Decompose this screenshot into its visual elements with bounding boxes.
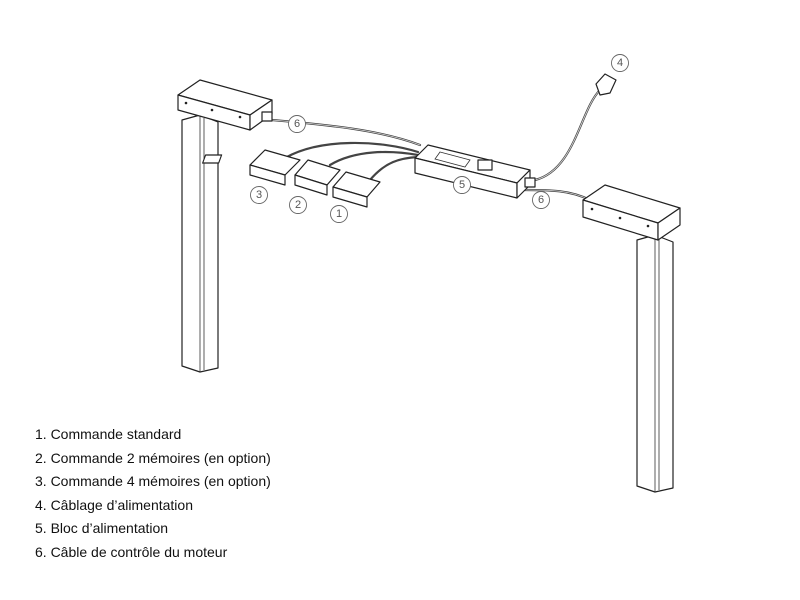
right-leg <box>582 184 681 493</box>
right-motor-box <box>582 184 681 241</box>
callout-5: 5 <box>453 176 471 194</box>
legend-item: 3. Commande 4 mémoires (en option) <box>35 473 271 489</box>
svg-text:3: 3 <box>256 189 262 201</box>
left-motor-box <box>177 79 273 131</box>
motor-cable-right <box>523 188 592 202</box>
parts-legend: 1. Commande standard 2. Commande 2 mémoi… <box>35 423 271 564</box>
svg-text:6: 6 <box>538 194 544 206</box>
svg-text:2: 2 <box>295 199 301 211</box>
power-plug <box>595 73 617 96</box>
callout-4: 4 <box>611 54 629 72</box>
svg-text:5: 5 <box>459 179 465 191</box>
callout-3: 3 <box>250 186 268 204</box>
power-supply-box <box>414 144 536 199</box>
legend-item: 5. Bloc d’alimentation <box>35 520 169 536</box>
svg-text:4: 4 <box>617 57 623 69</box>
callout-6-left: 6 <box>288 115 306 133</box>
legend-item: 1. Commande standard <box>35 426 182 442</box>
callout-1: 1 <box>330 205 348 223</box>
control-paddle-2-memory <box>294 159 341 196</box>
control-cables <box>283 141 420 182</box>
legend-item: 2. Commande 2 mémoires (en option) <box>35 449 271 466</box>
legend-item: 4. Câblage d’alimentation <box>35 496 193 513</box>
callout-6-right: 6 <box>532 191 550 209</box>
control-paddle-standard <box>332 171 381 208</box>
svg-text:1: 1 <box>336 208 342 220</box>
svg-text:6: 6 <box>294 118 300 130</box>
left-leg <box>177 79 273 373</box>
control-paddle-4-memory <box>202 149 301 186</box>
legend-item: 6. Câble de contrôle du moteur <box>35 543 228 560</box>
power-cable <box>533 88 602 182</box>
callout-2: 2 <box>289 196 307 214</box>
